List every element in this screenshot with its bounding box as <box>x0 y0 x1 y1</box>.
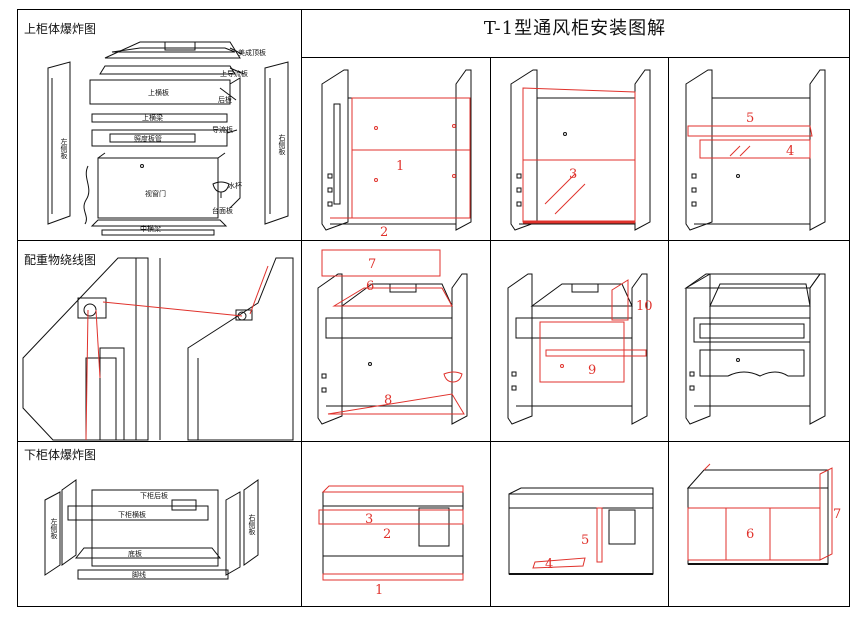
callout-r3c1-2: 2 <box>383 527 391 542</box>
callout-r1c1-2: 2 <box>380 225 388 240</box>
label-cup: 水杯 <box>228 181 242 190</box>
callout-r2c1-6: 6 <box>366 279 374 294</box>
step-r3c1-diagram: 3 2 1 <box>318 485 464 598</box>
section-label-upper: 上柜体爆炸图 <box>24 22 97 36</box>
section-label-lower: 下柜体爆炸图 <box>24 448 97 462</box>
callout-r3c3-6: 6 <box>746 527 754 542</box>
callout-r1c3-4: 4 <box>786 144 794 159</box>
border-left <box>17 9 18 607</box>
counterweight-diagram <box>22 257 294 441</box>
border-top <box>17 9 850 10</box>
label-lower-front-beam: 下柜横板 <box>118 510 146 519</box>
step-r1c1-diagram: 1 2 <box>321 69 472 240</box>
callout-r1c3-5: 5 <box>746 111 754 126</box>
col-divider-2 <box>490 57 491 607</box>
col-divider-1 <box>301 9 302 607</box>
step-r2c3-diagram <box>684 273 826 425</box>
label-work-surface: 台面板 <box>212 206 233 215</box>
upper-exploded-diagram: 美成顶板 上导流板 上横板 后板 上横梁 导流板 照度板管 视窗门 水杯 台面板… <box>47 41 289 236</box>
callout-r2c2-10: 10 <box>636 299 653 314</box>
label-back-panel: 后板 <box>218 95 232 104</box>
callout-r2c1-8: 8 <box>384 393 392 408</box>
step-r2c1-diagram: 7 6 8 <box>317 249 468 425</box>
label-lower-left-side: 左侧板 <box>50 517 58 540</box>
border-bottom <box>17 606 850 607</box>
right-side-panel <box>264 61 289 225</box>
label-upper-cross: 上横梁 <box>142 113 163 122</box>
callout-r3c1-1: 1 <box>375 583 383 598</box>
lower-exploded-diagram: 下柜后板 下柜横板 底板 脚线 左侧板 右侧板 <box>44 479 259 580</box>
callout-r3c1-3: 3 <box>365 512 373 527</box>
step-r1c3-diagram: 5 4 <box>685 69 826 231</box>
step-r1c2-diagram: 3 <box>510 69 651 231</box>
label-upper-guide: 上导流板 <box>220 69 248 78</box>
label-sash: 视窗门 <box>145 189 166 198</box>
callout-r2c1-7: 7 <box>368 257 376 272</box>
callout-r1c1-1: 1 <box>396 159 404 174</box>
label-lower-right-side: 右侧板 <box>248 513 256 536</box>
label-upper-beam: 上横板 <box>148 88 169 97</box>
col-divider-3 <box>668 57 669 607</box>
callout-r2c2-9: 9 <box>588 363 596 378</box>
callout-r3c2-5: 5 <box>581 533 589 548</box>
callout-r1c2-3: 3 <box>569 167 577 182</box>
callout-r3c2-4: 4 <box>545 557 553 572</box>
step-r3c3-diagram: 6 7 <box>686 463 841 565</box>
label-lower-kick: 脚线 <box>132 570 146 579</box>
label-mid-beam: 中横梁 <box>140 224 161 233</box>
left-side-panel <box>47 61 71 225</box>
label-lighting: 照度板管 <box>134 134 162 143</box>
step-r2c2-diagram: 10 9 <box>507 273 653 425</box>
callout-r3c3-7: 7 <box>833 507 841 522</box>
document-title: T-1型通风柜安装图解 <box>483 18 667 39</box>
row-divider-1 <box>17 240 850 241</box>
row-divider-title <box>301 57 850 58</box>
row-divider-2 <box>17 441 850 442</box>
section-label-counterweight: 配重物绕线图 <box>24 253 97 267</box>
label-lower-back: 下柜后板 <box>140 491 168 500</box>
border-right <box>849 9 850 607</box>
label-right-side: 右侧板 <box>278 133 286 156</box>
label-top-panel: 美成顶板 <box>238 48 266 57</box>
step-r3c2-diagram: 5 4 <box>508 487 654 575</box>
label-lower-bottom: 底板 <box>128 549 142 558</box>
label-guide: 导流板 <box>212 125 233 134</box>
label-left-side: 左侧板 <box>60 137 68 160</box>
